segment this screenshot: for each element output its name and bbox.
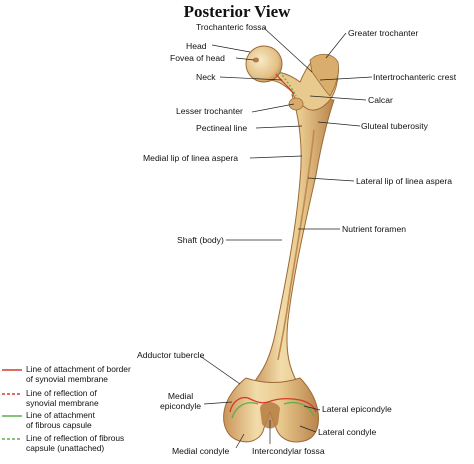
legend-text: Line of reflection of fibrous capsule (u… [26,433,125,453]
leader-lateral-condyle [299,425,317,433]
label-calcar: Calcar [368,95,393,105]
femur-bone [223,45,339,443]
legend-text: Line of attachment of fibrous capsule [26,410,95,430]
legend-text: Line of attachment of border of synovial… [26,364,131,384]
leader-pectineal-line [255,125,303,129]
label-nutrient-foramen: Nutrient foramen [342,224,407,234]
figure-title: Posterior View [183,2,291,21]
leader-adductor-tubercle [199,355,241,385]
legend-text: Line of reflection of synovial membrane [26,388,99,408]
label-medial-lip-linea-aspera: Medial lip of linea aspera [143,153,239,163]
label-greater-trochanter: Greater trochanter [348,28,419,38]
leader-intertrochanteric-crest [319,76,373,81]
leader-medial-epicondyle [203,401,233,405]
leader-trochanteric-fossa [263,27,313,73]
intercondylar-fossa-shape [260,402,280,429]
leader-neck [219,76,283,81]
label-lesser-trochanter: Lesser trochanter [176,106,243,116]
proximal-synovial-line [275,73,295,95]
femur-shaft [251,94,335,391]
label-lateral-epicondyle: Lateral epicondyle [322,404,392,414]
leader-calcar [309,95,367,101]
greater-trochanter-shape [309,53,339,97]
label-lateral-condyle: Lateral condyle [318,427,377,437]
leader-lesser-trochanter [251,103,295,113]
label-trochanteric-fossa: Trochanteric fossa [196,22,267,32]
label-gluteal-tuberosity: Gluteal tuberosity [361,121,428,131]
leader-lateral-lip [307,177,355,182]
leader-medial-lip [249,155,303,159]
label-adductor-tubercle: Adductor tubercle [137,350,205,360]
lesser-trochanter-shape [288,97,304,111]
leader-medial-condyle [235,433,245,449]
label-fovea-of-head: Fovea of head [170,53,225,63]
label-shaft: Shaft (body) [177,235,224,245]
distal-synovial-line [229,396,317,413]
label-intercondylar-fossa: Intercondylar fossa [252,446,325,456]
leader-head [211,44,251,53]
label-head: Head [186,41,207,51]
leader-fovea [235,57,255,61]
leader-lines [199,27,373,449]
label-medial-condyle: Medial condyle [172,446,230,456]
distal-fibrous-line [231,401,315,419]
linea-aspera-ridge [277,129,315,361]
legend-swatches [2,369,22,440]
label-medial-epicondyle: Medial epicondyle [160,391,202,411]
label-lateral-lip-linea-aspera: Lateral lip of linea aspera [356,176,453,186]
capsule-lines [229,71,317,419]
femoral-head [245,45,283,83]
label-pectineal-line: Pectineal line [196,123,248,133]
leader-greater-trochanter [325,32,347,59]
label-neck: Neck [196,72,216,82]
fovea [253,57,259,63]
leader-gluteal-tuberosity [317,121,361,127]
label-intertrochanteric-crest: Intertrochanteric crest [373,72,457,82]
leader-lateral-epicondyle [303,405,321,411]
